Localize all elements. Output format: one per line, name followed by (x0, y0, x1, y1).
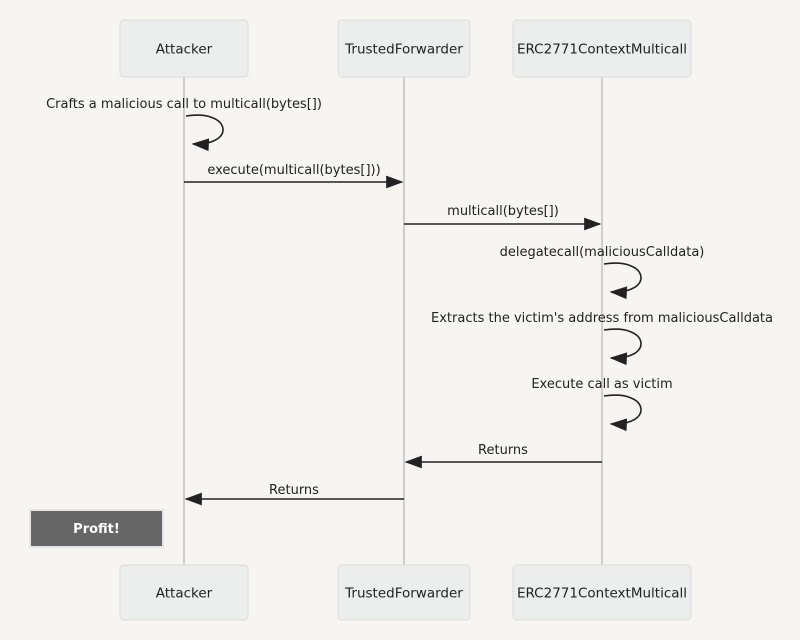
participant-box-attacker-top[interactable] (119, 19, 249, 78)
participant-label-multicall-top: ERC2771ContextMulticall (517, 42, 687, 58)
message-5-self[interactable]: Execute call as victim (531, 377, 673, 432)
message-4-self[interactable]: Extracts the victim's address from malic… (431, 311, 773, 366)
message-0-self[interactable]: Crafts a malicious call to multicall(byt… (46, 97, 322, 152)
message-label-4: Extracts the victim's address from malic… (431, 311, 773, 326)
participant-label-forwarder-bottom: TrustedForwarder (344, 586, 463, 602)
note-group: Profit! (29, 509, 164, 548)
participant-attacker-top[interactable]: Attacker (119, 19, 249, 78)
actor-boxes-group: AttackerAttackerTrustedForwarderTrustedF… (119, 19, 692, 621)
participant-label-attacker-top: Attacker (156, 42, 213, 58)
message-2-call[interactable]: multicall(bytes[]) (404, 204, 602, 231)
participant-forwarder-bottom[interactable]: TrustedForwarder (337, 564, 471, 621)
note-profit[interactable]: Profit! (29, 509, 164, 548)
participant-multicall-top[interactable]: ERC2771ContextMulticall (512, 19, 692, 78)
note-box[interactable] (29, 509, 164, 548)
lifelines-group (183, 77, 603, 565)
participant-box-multicall-bottom[interactable] (512, 564, 692, 621)
participant-label-forwarder-top: TrustedForwarder (344, 42, 463, 58)
participant-label-attacker-bottom: Attacker (156, 586, 213, 602)
note-label: Profit! (73, 522, 120, 537)
participant-box-forwarder-bottom[interactable] (337, 564, 471, 621)
message-label-5: Execute call as victim (531, 377, 672, 392)
participant-box-multicall-top[interactable] (512, 19, 692, 78)
participant-multicall-bottom[interactable]: ERC2771ContextMulticall (512, 564, 692, 621)
message-label-2: multicall(bytes[]) (447, 204, 559, 219)
self-call-arc-3 (603, 262, 642, 300)
self-call-arc-4 (603, 328, 642, 366)
participant-label-multicall-bottom: ERC2771ContextMulticall (517, 586, 687, 602)
participant-box-forwarder-top[interactable] (337, 19, 471, 78)
message-1-call[interactable]: execute(multicall(bytes[])) (184, 163, 404, 189)
messages-group: Crafts a malicious call to multicall(byt… (46, 97, 773, 506)
self-call-arc-5 (603, 394, 642, 432)
participant-forwarder-top[interactable]: TrustedForwarder (337, 19, 471, 78)
message-label-1: execute(multicall(bytes[])) (207, 163, 380, 178)
self-call-arc-0 (185, 114, 224, 152)
message-label-7: Returns (269, 483, 319, 498)
message-7-return[interactable]: Returns (184, 483, 404, 506)
message-label-3: delegatecall(maliciousCalldata) (500, 245, 705, 260)
message-6-return[interactable]: Returns (404, 443, 602, 469)
participant-attacker-bottom[interactable]: Attacker (119, 564, 249, 621)
message-3-self[interactable]: delegatecall(maliciousCalldata) (500, 245, 705, 300)
message-label-0: Crafts a malicious call to multicall(byt… (46, 97, 322, 112)
message-label-6: Returns (478, 443, 528, 458)
participant-box-attacker-bottom[interactable] (119, 564, 249, 621)
